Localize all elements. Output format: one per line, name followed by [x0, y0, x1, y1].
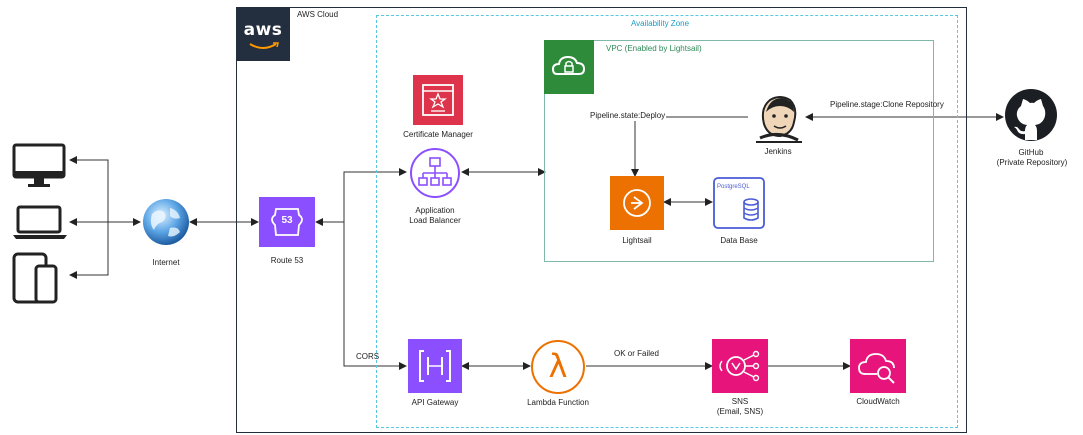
availability-zone-boundary: [376, 15, 958, 428]
alb-label-line2: Load Balancer: [409, 216, 461, 225]
vpc-boundary: [544, 40, 934, 262]
laptop-icon[interactable]: [12, 205, 68, 241]
sns-icon[interactable]: [712, 339, 768, 393]
availability-zone-label: Availability Zone: [630, 19, 690, 28]
github-icon[interactable]: [1004, 88, 1058, 142]
alb-icon[interactable]: [408, 146, 462, 200]
certificate-manager-label: Certificate Manager: [403, 130, 473, 139]
lambda-icon[interactable]: λ: [530, 339, 586, 395]
route53-badge: 53: [281, 215, 293, 226]
cloudwatch-label: CloudWatch: [856, 397, 900, 406]
aws-cloud-boundary: [236, 7, 967, 433]
edge-route53-apigw: [343, 222, 407, 370]
database-label: Data Base: [720, 236, 758, 245]
lightsail-icon[interactable]: [610, 176, 664, 230]
github-label-line2: (Private Repository): [996, 158, 1068, 167]
internet-label: Internet: [152, 258, 180, 267]
database-icon[interactable]: PostgreSQL: [712, 176, 766, 230]
aws-logo: aws: [236, 7, 290, 61]
jenkins-label: Jenkins: [764, 147, 792, 156]
database-badge: PostgreSQL: [717, 184, 750, 190]
route53-icon[interactable]: 53: [259, 197, 315, 247]
smile-arrow-icon: [249, 42, 279, 49]
lambda-label: Lambda Function: [527, 398, 589, 407]
lightsail-label: Lightsail: [622, 236, 652, 245]
desktop-icon[interactable]: [12, 143, 68, 191]
api-gateway-icon[interactable]: [408, 339, 462, 393]
vpc-label: VPC (Enabled by Lightsail): [606, 44, 702, 53]
certificate-manager-icon[interactable]: [413, 75, 463, 125]
aws-cloud-label: AWS Cloud: [297, 10, 339, 19]
cloudwatch-icon[interactable]: [850, 339, 906, 393]
edge-label-ok-failed: OK or Failed: [614, 349, 659, 358]
edge-label-pipeline-clone: Pipeline.stage:Clone Repository: [830, 100, 944, 109]
edge-label-pipeline-deploy: Pipeline.state:Deploy: [589, 111, 667, 121]
route53-label: Route 53: [270, 256, 304, 265]
internet-globe-icon[interactable]: [140, 196, 192, 248]
sns-label-line1: SNS: [731, 397, 749, 406]
edge-devices-internet: [70, 159, 109, 276]
vpc-cloud-icon: [544, 40, 594, 94]
api-gateway-label: API Gateway: [411, 398, 459, 407]
alb-label-line1: Application: [415, 206, 455, 215]
github-label-line1: GitHub: [1018, 148, 1044, 157]
sns-label-line2: (Email, SNS): [716, 407, 764, 416]
lambda-symbol: λ: [548, 347, 568, 385]
tablet-phone-icon[interactable]: [12, 252, 68, 304]
jenkins-icon[interactable]: [750, 90, 806, 144]
edge-label-cors: CORS: [356, 352, 380, 361]
